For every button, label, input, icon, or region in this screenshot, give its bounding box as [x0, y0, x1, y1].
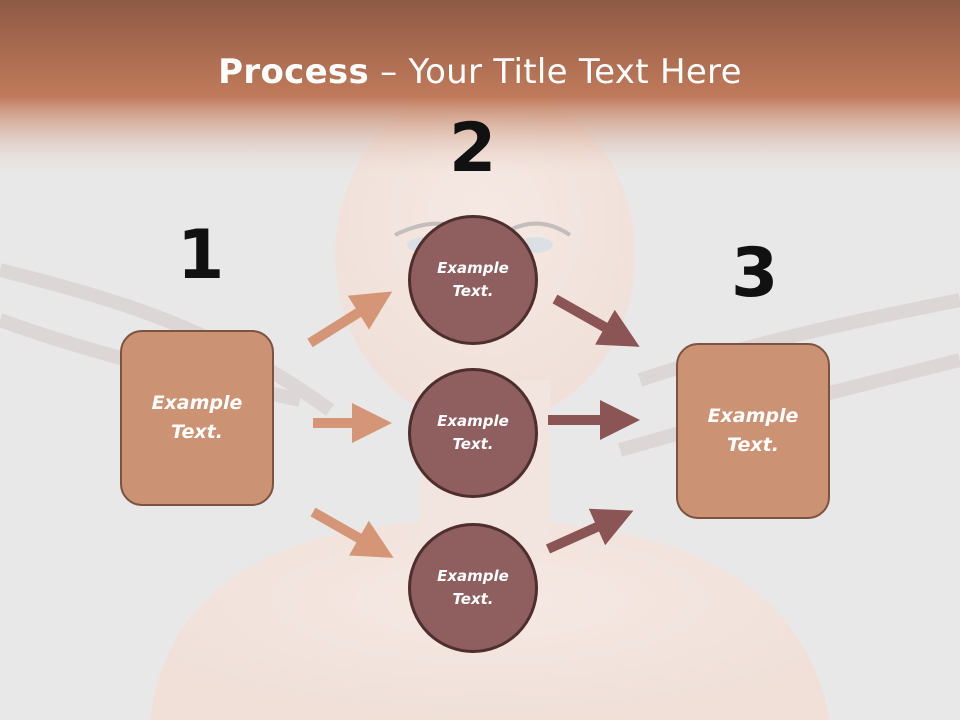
title-rest: – Your Title Text Here [369, 52, 742, 92]
title-bold: Process [218, 52, 370, 92]
step-3-box: Example Text. [676, 343, 830, 519]
circle-middle: Example Text. [408, 368, 538, 498]
circle-top: Example Text. [408, 215, 538, 345]
circle-bottom: Example Text. [408, 523, 538, 653]
slide-title: Process – Your Title Text Here [0, 52, 960, 92]
step-number-3: 3 [731, 234, 779, 313]
step-number-2: 2 [449, 109, 497, 188]
step-1-box: Example Text. [120, 330, 274, 506]
step-number-1: 1 [177, 216, 225, 295]
